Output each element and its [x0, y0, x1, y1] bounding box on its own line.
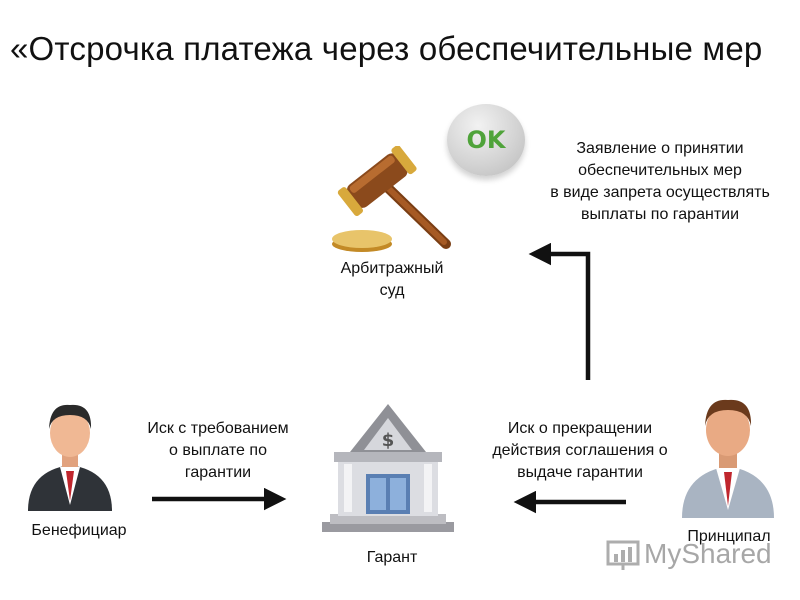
watermark-text: MyShared	[644, 538, 772, 569]
guarantor-label: Гарант	[366, 549, 418, 566]
beneficiary-label: Бенефициар	[31, 522, 127, 539]
watermark-logo-icon	[606, 540, 640, 570]
page-title: «Отсрочка платежа через обеспечительные …	[10, 30, 763, 67]
principal-label: Принципал	[687, 528, 771, 545]
arrow-to-court	[528, 242, 591, 380]
gavel-icon	[332, 146, 451, 252]
court-label: Арбитражный суд	[340, 260, 444, 299]
ok-button[interactable]: OK	[447, 104, 525, 176]
claim-termination-label: Иск о прекращении действия соглашения о …	[492, 420, 668, 481]
claim-payment-label: Иск с требованием о выплате по гарантии	[147, 420, 289, 481]
svg-text:$: $	[382, 430, 395, 451]
application-label: Заявление о принятии обеспечительных мер…	[550, 140, 770, 223]
beneficiary-businessman-icon	[28, 404, 112, 511]
ok-label: OK	[466, 126, 506, 154]
bank-building-icon: $	[322, 404, 454, 532]
principal-businessman-icon	[682, 399, 774, 518]
